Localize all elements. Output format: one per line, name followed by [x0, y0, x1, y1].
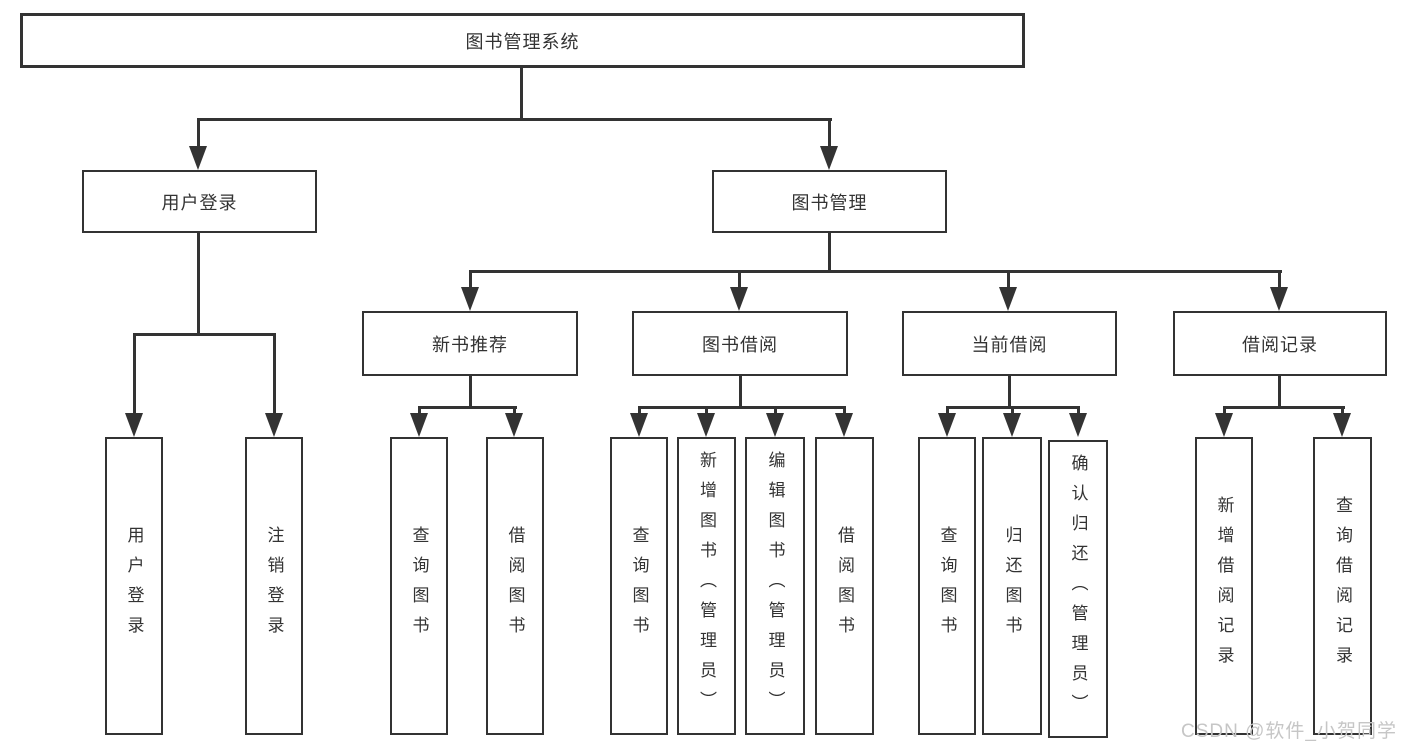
node-label: 用户登录 — [161, 192, 238, 213]
leaf-label: 确认归还（管理员） — [1068, 454, 1088, 724]
connector — [738, 270, 741, 290]
connector — [133, 333, 276, 336]
node-book-management: 图书管理 — [712, 170, 947, 233]
connector — [520, 68, 523, 120]
leaf-label: 借阅图书 — [505, 526, 525, 646]
connector — [1008, 376, 1011, 409]
connector — [638, 406, 846, 409]
leaf-label: 归还图书 — [1002, 526, 1022, 646]
connector — [1007, 270, 1010, 290]
connector — [469, 270, 472, 290]
node-library-system: 图书管理系统 — [20, 13, 1025, 68]
leaf-confirm-return-admin: 确认归还（管理员） — [1048, 440, 1108, 738]
arrow-down-icon — [938, 413, 956, 437]
arrow-down-icon — [630, 413, 648, 437]
arrow-down-icon — [125, 413, 143, 437]
node-book-borrowing: 图书借阅 — [632, 311, 848, 376]
connector — [469, 270, 1282, 273]
leaf-label: 新增借阅记录 — [1214, 496, 1234, 676]
connector — [1223, 406, 1345, 409]
leaf-return-book: 归还图书 — [982, 437, 1042, 735]
connector — [197, 233, 200, 335]
node-label: 图书管理系统 — [465, 31, 580, 52]
connector — [1341, 406, 1344, 415]
arrow-down-icon — [730, 287, 748, 311]
arrow-down-icon — [697, 413, 715, 437]
connector — [1278, 376, 1281, 409]
leaf-borrow-book: 借阅图书 — [815, 437, 874, 735]
node-current-borrowing: 当前借阅 — [902, 311, 1117, 376]
connector — [946, 406, 949, 415]
leaf-query-book-recommend: 查询图书 — [390, 437, 448, 735]
node-borrow-records: 借阅记录 — [1173, 311, 1387, 376]
connector — [197, 118, 832, 121]
connector — [1077, 406, 1080, 415]
leaf-query-book-borrowing: 查询图书 — [610, 437, 668, 735]
csdn-watermark: CSDN @软件_小贺同学 — [1181, 721, 1397, 742]
leaf-label: 编辑图书（管理员） — [765, 451, 785, 721]
leaf-label: 新增图书（管理员） — [697, 451, 716, 721]
connector — [1011, 406, 1014, 415]
arrow-down-icon — [835, 413, 853, 437]
arrow-down-icon — [999, 287, 1017, 311]
connector — [774, 406, 777, 415]
node-new-book-recommend: 新书推荐 — [362, 311, 578, 376]
leaf-add-book-admin: 新增图书（管理员） — [677, 437, 736, 735]
leaf-label: 查询图书 — [629, 526, 649, 646]
arrow-down-icon — [766, 413, 784, 437]
leaf-user-login: 用户登录 — [105, 437, 163, 735]
node-label: 新书推荐 — [432, 334, 508, 355]
arrow-down-icon — [1333, 413, 1351, 437]
connector — [513, 406, 516, 415]
leaf-logout: 注销登录 — [245, 437, 303, 735]
leaf-query-borrow-record: 查询借阅记录 — [1313, 437, 1372, 735]
node-user-login: 用户登录 — [82, 170, 317, 233]
arrow-down-icon — [461, 287, 479, 311]
connector — [739, 376, 742, 409]
node-label: 借阅记录 — [1242, 334, 1318, 355]
node-label: 图书借阅 — [702, 334, 778, 355]
connector — [843, 406, 846, 415]
node-label: 图书管理 — [791, 192, 868, 213]
connector — [1223, 406, 1226, 415]
leaf-label: 查询图书 — [937, 526, 957, 646]
connector — [418, 406, 517, 409]
connector — [828, 233, 831, 273]
connector — [828, 118, 831, 148]
leaf-label: 查询图书 — [409, 526, 429, 646]
node-label: 当前借阅 — [971, 334, 1048, 355]
arrow-down-icon — [1069, 413, 1087, 437]
leaf-edit-book-admin: 编辑图书（管理员） — [745, 437, 805, 735]
connector — [1278, 270, 1281, 290]
arrow-down-icon — [1215, 413, 1233, 437]
connector — [133, 333, 136, 414]
leaf-query-book-current: 查询图书 — [918, 437, 976, 735]
leaf-label: 借阅图书 — [835, 526, 854, 646]
leaf-borrow-book-recommend: 借阅图书 — [486, 437, 544, 735]
arrow-down-icon — [1270, 287, 1288, 311]
arrow-down-icon — [1003, 413, 1021, 437]
connector — [705, 406, 708, 415]
connector — [469, 376, 472, 409]
connector — [418, 406, 421, 415]
connector — [273, 333, 276, 414]
connector — [638, 406, 641, 415]
leaf-label: 注销登录 — [264, 526, 284, 646]
arrow-down-icon — [265, 413, 283, 437]
arrow-down-icon — [820, 146, 838, 170]
arrow-down-icon — [189, 146, 207, 170]
leaf-label: 查询借阅记录 — [1333, 496, 1352, 676]
arrow-down-icon — [505, 413, 523, 437]
leaf-add-borrow-record: 新增借阅记录 — [1195, 437, 1253, 735]
arrow-down-icon — [410, 413, 428, 437]
leaf-label: 用户登录 — [124, 526, 144, 646]
connector — [197, 118, 200, 148]
